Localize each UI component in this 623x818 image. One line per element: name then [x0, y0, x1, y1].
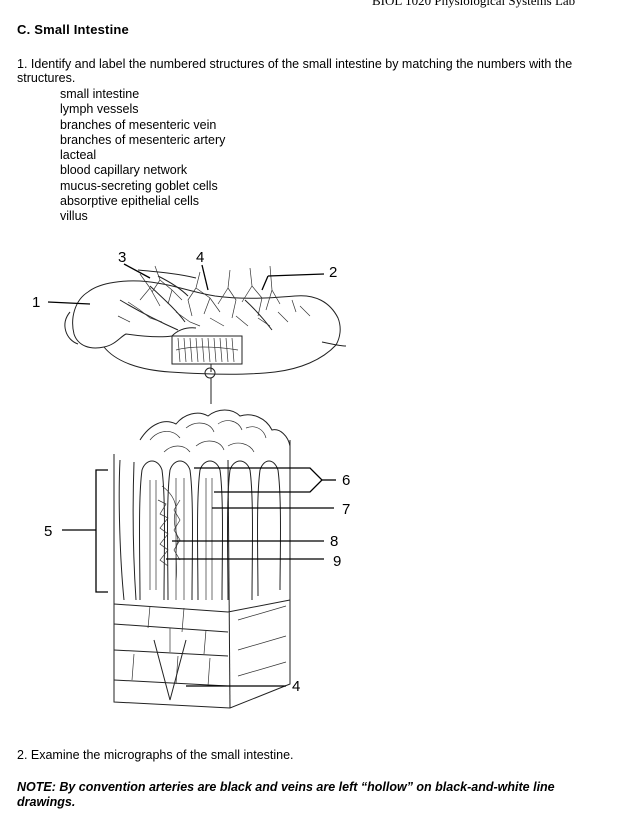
- page-header: BIOL 1020 Physiological Systems Lab: [372, 0, 576, 8]
- section-title: C. Small Intestine: [17, 22, 129, 37]
- question-2-text: 2. Examine the micrographs of the small …: [17, 748, 294, 762]
- label-8: 8: [330, 533, 338, 550]
- term-mesenteric-vein: branches of mesenteric vein: [60, 117, 217, 132]
- label-4-top: 4: [196, 249, 204, 266]
- intestine-loop-drawing: [64, 265, 347, 404]
- term-capillary-network: blood capillary network: [60, 163, 188, 178]
- question-1-instructions: 1. Identify and label the numbered struc…: [17, 57, 573, 85]
- leader-lines: [47, 263, 336, 687]
- small-intestine-figure: 1 2 3 4 5 6 7 8 9 4: [32, 249, 350, 709]
- convention-note: NOTE: By convention arteries are black a…: [17, 780, 555, 809]
- label-9: 9: [333, 553, 341, 570]
- label-6: 6: [342, 472, 350, 489]
- term-list: small intestine lymph vessels branches o…: [60, 87, 225, 225]
- label-2: 2: [329, 264, 337, 281]
- label-1: 1: [32, 294, 40, 311]
- villi-section-drawing: [113, 409, 291, 709]
- label-7: 7: [342, 501, 350, 518]
- term-small-intestine: small intestine: [60, 87, 140, 101]
- term-lymph-vessels: lymph vessels: [60, 102, 139, 117]
- label-4-bottom: 4: [292, 678, 300, 695]
- label-5: 5: [44, 523, 52, 540]
- term-epithelial-cells: absorptive epithelial cells: [60, 194, 199, 209]
- label-3: 3: [118, 249, 126, 266]
- term-goblet-cells: mucus-secreting goblet cells: [60, 178, 218, 193]
- term-lacteal: lacteal: [60, 148, 97, 163]
- term-villus: villus: [60, 209, 88, 224]
- term-mesenteric-artery: branches of mesenteric artery: [60, 132, 226, 147]
